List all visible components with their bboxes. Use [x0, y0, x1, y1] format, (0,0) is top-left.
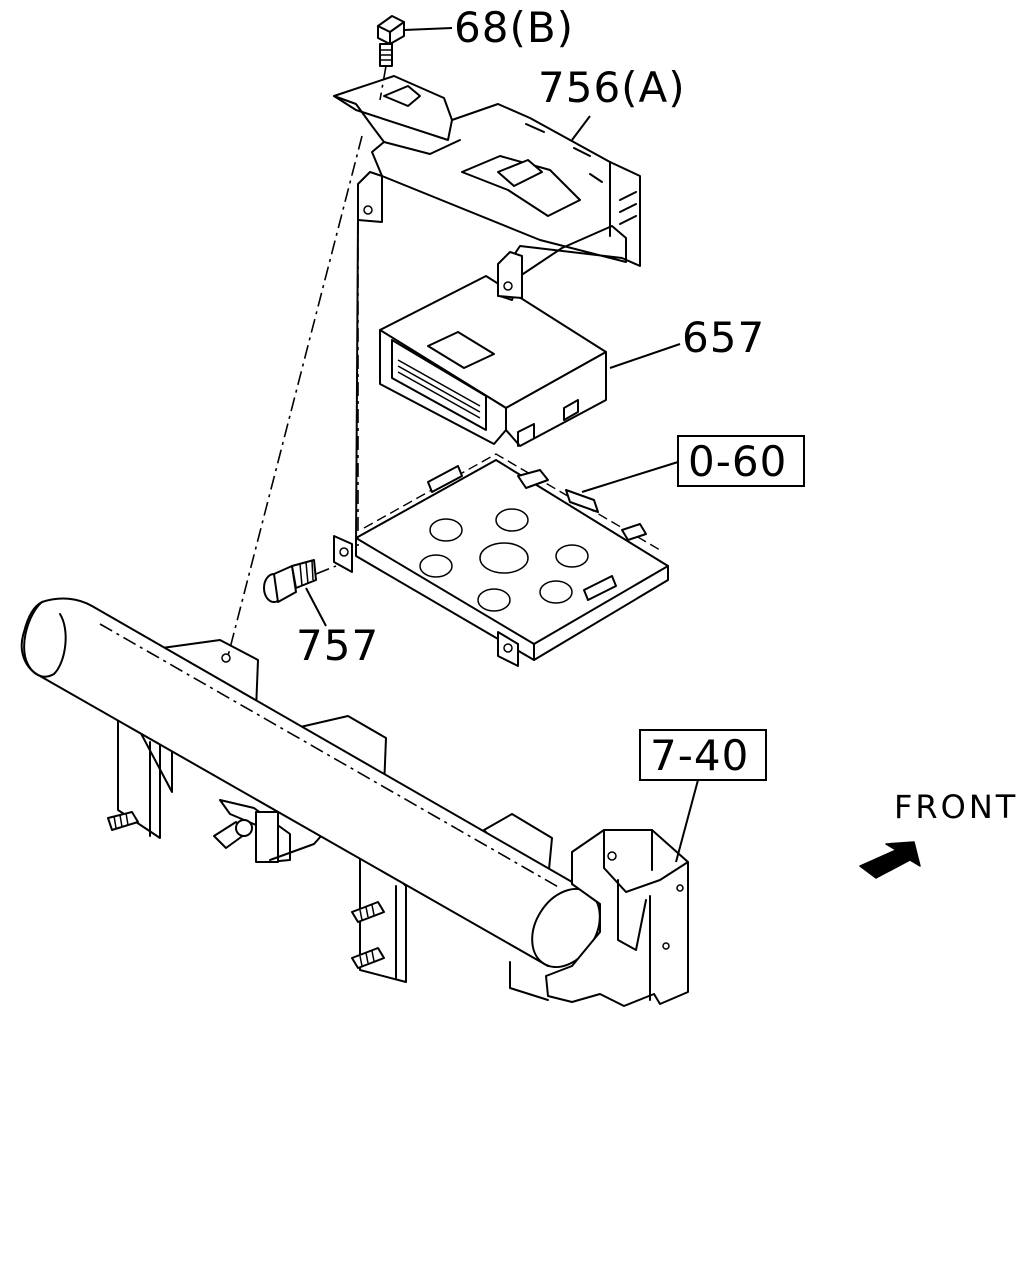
stud-bolt-right [351, 901, 385, 969]
callout-756a: 756(A) [538, 63, 686, 112]
control-unit [379, 275, 607, 447]
leader-7-40 [675, 779, 699, 863]
stud-bolt-middle [213, 819, 253, 849]
callout-657: 657 [682, 313, 765, 362]
tray-holes [419, 508, 589, 612]
leader-756a [571, 115, 591, 141]
upper-bracket [333, 75, 641, 546]
callout-68b: 68(B) [454, 3, 574, 52]
bolt-68b [377, 15, 405, 67]
bolt-757 [263, 559, 317, 603]
crossmember-tube [20, 597, 601, 969]
callout-0-60: 0-60 [688, 437, 787, 486]
leader-757 [305, 587, 327, 627]
front-arrow-icon [859, 841, 921, 879]
stud-bolt-left [107, 811, 139, 831]
callout-box-7-40: 7-40 [639, 729, 767, 781]
crossmember-assembly [20, 597, 689, 1007]
callout-box-0-60: 0-60 [677, 435, 805, 487]
callout-7-40: 7-40 [650, 731, 749, 780]
leader-0-60 [581, 461, 679, 493]
front-indicator: FRONT [859, 788, 1018, 879]
front-label: FRONT [894, 788, 1018, 826]
leader-657 [609, 343, 681, 369]
leader-68b [403, 27, 453, 31]
frame-end-bracket [509, 829, 689, 1007]
lower-tray [333, 453, 669, 667]
callout-757: 757 [296, 621, 379, 670]
